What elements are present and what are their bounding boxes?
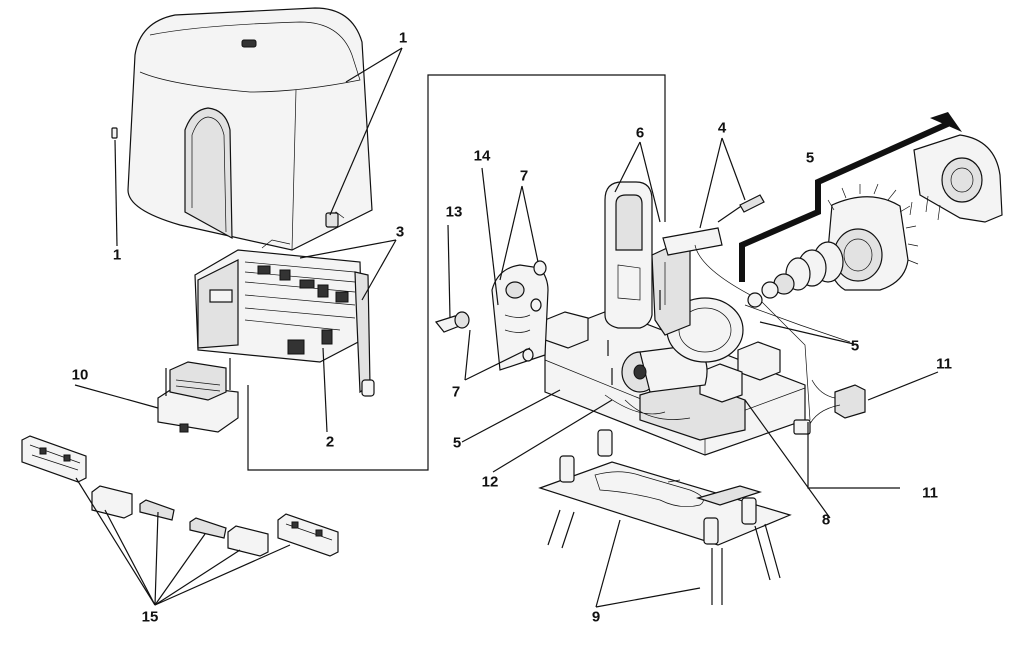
callout-1-cover: 1 — [398, 29, 408, 47]
control-board — [194, 239, 375, 397]
callout-14: 14 — [473, 147, 491, 165]
callout-15: 15 — [141, 608, 159, 626]
release-lever — [604, 181, 691, 336]
key-cover — [491, 260, 549, 371]
callout-6: 6 — [635, 124, 645, 142]
callout-5-pinion: 5 — [805, 149, 815, 167]
motor-base — [544, 297, 806, 456]
callout-3: 3 — [395, 223, 405, 241]
callout-7-top: 7 — [519, 167, 529, 185]
release-key — [434, 311, 470, 333]
callout-11-top: 11 — [936, 355, 952, 373]
limit-plates — [21, 435, 339, 557]
callout-5-base: 5 — [452, 434, 462, 452]
callout-1-pin: 1 — [112, 246, 122, 264]
callout-7-bottom: 7 — [451, 383, 461, 401]
callout-4: 4 — [717, 119, 727, 137]
cover-pin — [111, 127, 118, 139]
limit-switch — [793, 379, 900, 489]
leader-lines — [74, 47, 939, 608]
pinion-assembly — [739, 112, 1003, 343]
callout-10: 10 — [71, 366, 89, 384]
callout-9: 9 — [591, 608, 601, 626]
cover-housing — [127, 7, 373, 251]
callout-8: 8 — [821, 511, 831, 529]
callout-2: 2 — [325, 433, 335, 451]
foundation-plate — [538, 429, 792, 605]
transformer — [157, 358, 239, 433]
callout-13: 13 — [445, 203, 463, 221]
callout-12: 12 — [481, 473, 499, 491]
callout-5-right: 5 — [850, 337, 860, 355]
callout-11-bottom: 11 — [922, 484, 938, 502]
anchor-bolts — [559, 429, 757, 545]
assembly-bracket — [247, 74, 666, 471]
